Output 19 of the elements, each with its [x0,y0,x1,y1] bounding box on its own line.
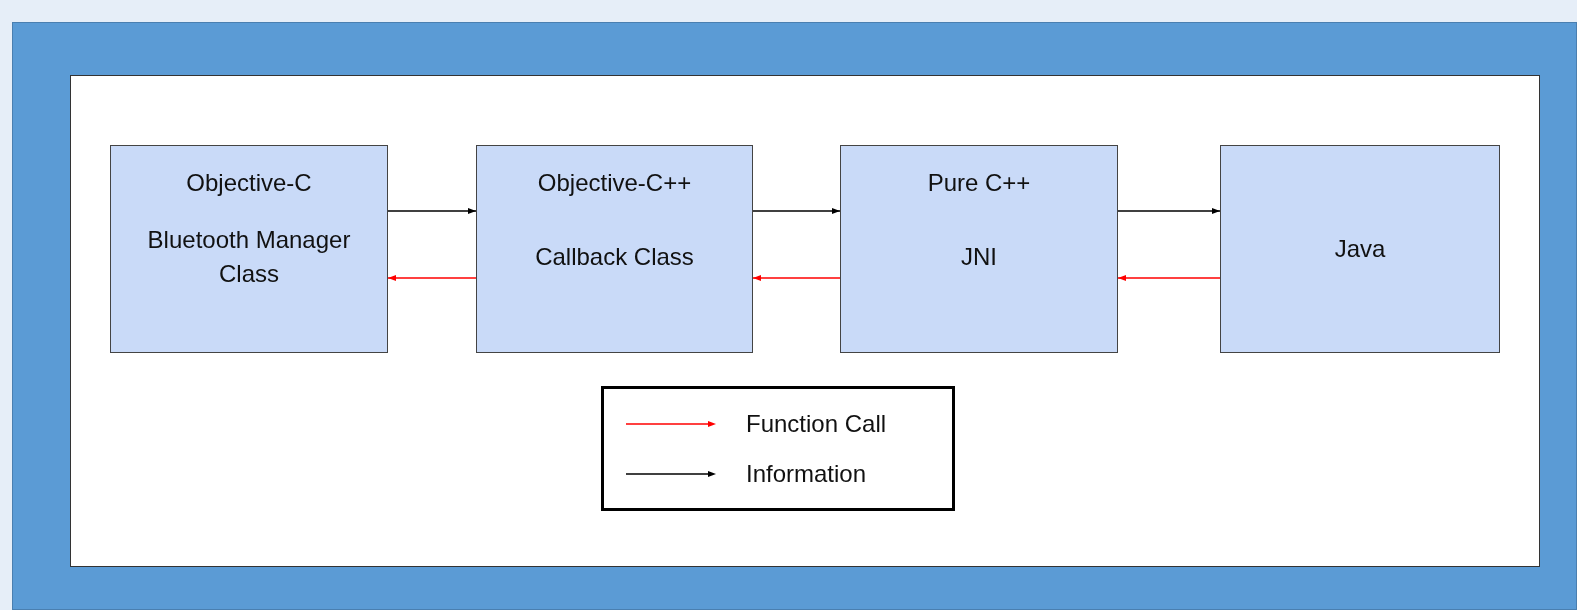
arrow [752,275,841,281]
box-title: Java [1334,234,1386,264]
arrow [752,208,841,214]
box-title: Pure C++ [927,168,1031,198]
box-body: Callback Class [534,242,695,272]
arrow [1117,208,1221,214]
process-box [840,145,1118,353]
arrow [387,275,477,281]
box-body: Bluetooth Manager Class [146,225,352,289]
arrow [1117,275,1221,281]
legend-label: Function Call [746,408,887,439]
process-box [1220,145,1500,353]
process-box [110,145,388,353]
box-body: JNI [960,242,998,272]
box-title: Objective-C [186,168,312,198]
legend-label: Information [746,458,867,489]
process-box [476,145,753,353]
box-title: Objective-C++ [537,168,692,198]
arrow [387,208,477,214]
